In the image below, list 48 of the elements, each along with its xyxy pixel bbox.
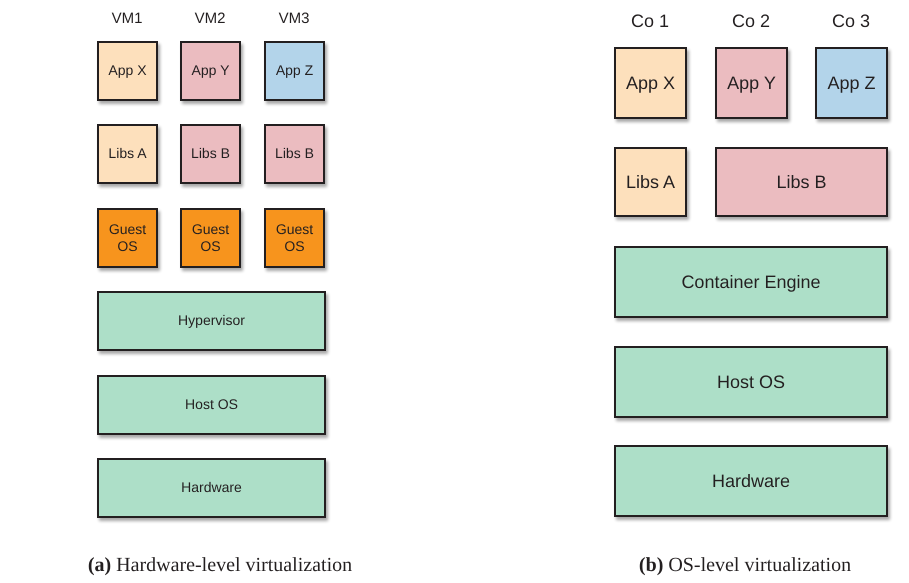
stack-layer-box xyxy=(97,41,158,101)
stack-layer-box xyxy=(97,291,326,351)
layer-label: Host OS xyxy=(716,370,786,394)
layer-label: App Z xyxy=(276,62,314,80)
column-heading: VM3 xyxy=(278,9,310,29)
layer-label: Libs B xyxy=(191,145,230,163)
column-heading: VM2 xyxy=(194,9,226,29)
layer-label: Host OS xyxy=(185,396,238,414)
stack-layer-box xyxy=(614,445,888,517)
stack-layer-box xyxy=(264,41,325,101)
stack-layer-box xyxy=(715,47,788,119)
layer-label: Libs B xyxy=(275,145,314,163)
stack-layer-box xyxy=(715,147,888,217)
stack-layer-box xyxy=(614,346,888,418)
layer-label: Guest OS xyxy=(190,220,230,256)
stack-layer-box xyxy=(97,208,158,268)
stack-layer-box xyxy=(815,47,888,119)
layer-label: Container Engine xyxy=(681,270,821,294)
column-heading: Co 2 xyxy=(732,10,770,33)
layer-label: App Z xyxy=(827,72,876,94)
stack-layer-box xyxy=(180,208,241,268)
layer-label: Hardware xyxy=(712,470,790,492)
stack-layer-box xyxy=(264,208,325,268)
layer-label: Guest OS xyxy=(108,220,148,256)
figure-caption: (b) OS-level virtualization xyxy=(638,553,852,578)
layer-label: Guest OS xyxy=(274,220,314,256)
layer-label: App Y xyxy=(727,72,776,94)
layer-label: Libs A xyxy=(108,145,147,163)
layer-label: App X xyxy=(108,62,147,80)
column-heading: Co 1 xyxy=(630,10,670,33)
layer-label: Hypervisor xyxy=(178,312,245,330)
stack-layer-box xyxy=(264,124,325,184)
stack-layer-box xyxy=(97,375,326,435)
stack-layer-box xyxy=(180,41,241,101)
column-heading: VM1 xyxy=(112,9,142,29)
layer-label: Libs B xyxy=(776,170,827,194)
column-heading: Co 3 xyxy=(832,10,870,33)
stack-layer-box xyxy=(180,124,241,184)
layer-label: App X xyxy=(626,72,676,94)
stack-layer-box xyxy=(97,124,158,184)
figure-caption: (a) Hardware-level virtualization xyxy=(88,553,352,578)
stack-layer-box xyxy=(614,47,687,119)
stack-layer-box xyxy=(614,246,888,318)
layer-label: Libs A xyxy=(626,170,676,194)
stack-layer-box xyxy=(97,458,326,518)
stack-layer-box xyxy=(614,147,687,217)
layer-label: Hardware xyxy=(181,479,242,497)
layer-label: App Y xyxy=(192,62,230,80)
